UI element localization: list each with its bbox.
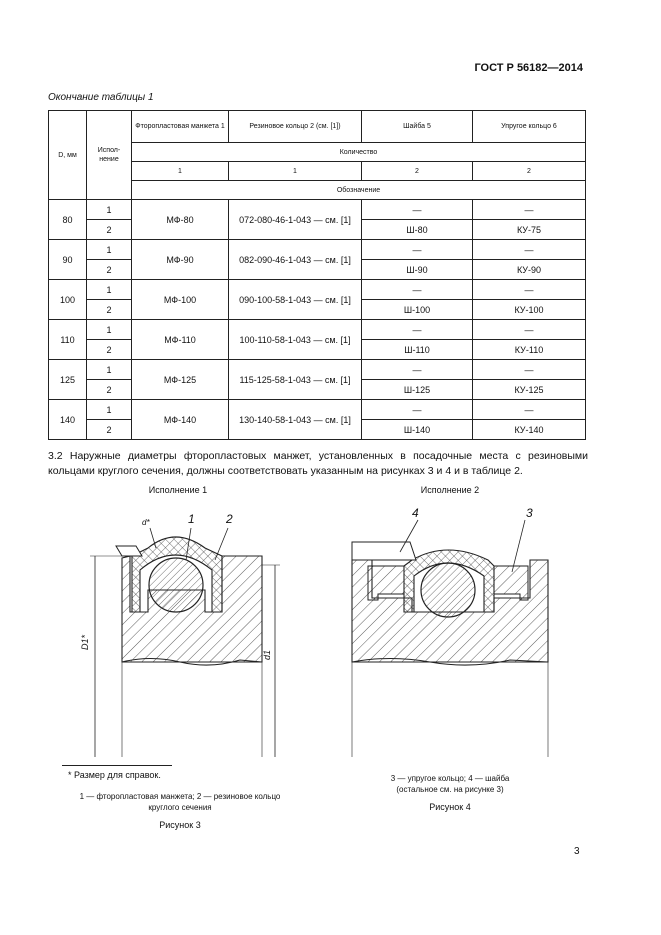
page-number: 3 (574, 846, 580, 857)
cell-cuff: МФ-100 (131, 279, 229, 320)
cell-ring: 100-110-58-1-043 — см. [1] (228, 319, 362, 360)
header-ring: Резиновое кольцо 2 (см. [1]) (228, 110, 362, 143)
fig3-caption: Рисунок 3 (159, 820, 201, 830)
cell-d: 90 (48, 239, 87, 280)
fig3-label-d1: d1 (262, 649, 272, 660)
fig3-legend-line-1: 1 — фторопластовая манжета; 2 — резиново… (79, 792, 281, 801)
fig4-execution-label: Исполнение 2 (420, 485, 480, 495)
cell-washer: Ш-140 (361, 419, 473, 440)
fig3-execution-label: Исполнение 1 (148, 485, 208, 495)
cell-d: 80 (48, 199, 87, 240)
cell-cuff: МФ-140 (131, 399, 229, 440)
cell-spring-ring: КУ-140 (472, 419, 586, 440)
fig3-label-d: d* (142, 518, 150, 527)
header-d: D, мм (48, 110, 87, 200)
cell-ring: 130-140-58-1-043 — см. [1] (228, 399, 362, 440)
paragraph-3-2: 3.2 Наружные диаметры фторопластовых ман… (48, 450, 588, 477)
fig3-footnote: * Размер для справок. (68, 770, 161, 780)
fig3-legend-line-2: круглого сечения (148, 803, 212, 812)
fig4-label-3: 3 (526, 506, 533, 520)
standard-header: ГОСТ Р 56182—2014 (474, 62, 583, 74)
fig4-legend-line-1: 3 — упругое кольцо; 4 — шайба (390, 774, 510, 783)
fig4-label-4: 4 (412, 506, 419, 520)
fig3-label-2: 2 (226, 512, 233, 526)
fig3-label-1: 1 (188, 512, 195, 526)
fig4-caption: Рисунок 4 (429, 802, 471, 812)
cell-execution: 2 (86, 419, 132, 440)
cell-d: 125 (48, 359, 87, 400)
cell-cuff: МФ-110 (131, 319, 229, 360)
table-caption: Окончание таблицы 1 (48, 92, 154, 103)
footnote-rule (62, 765, 172, 766)
cell-cuff: МФ-90 (131, 239, 229, 280)
fig4-legend-line-2: (остальное см. на рисунке 3) (396, 785, 504, 794)
specification-table: D, мм Испол- нение Фторопластовая манжет… (48, 110, 586, 440)
fig3-label-D1: D1* (80, 634, 90, 650)
header-execution: Испол- нение (86, 110, 132, 200)
